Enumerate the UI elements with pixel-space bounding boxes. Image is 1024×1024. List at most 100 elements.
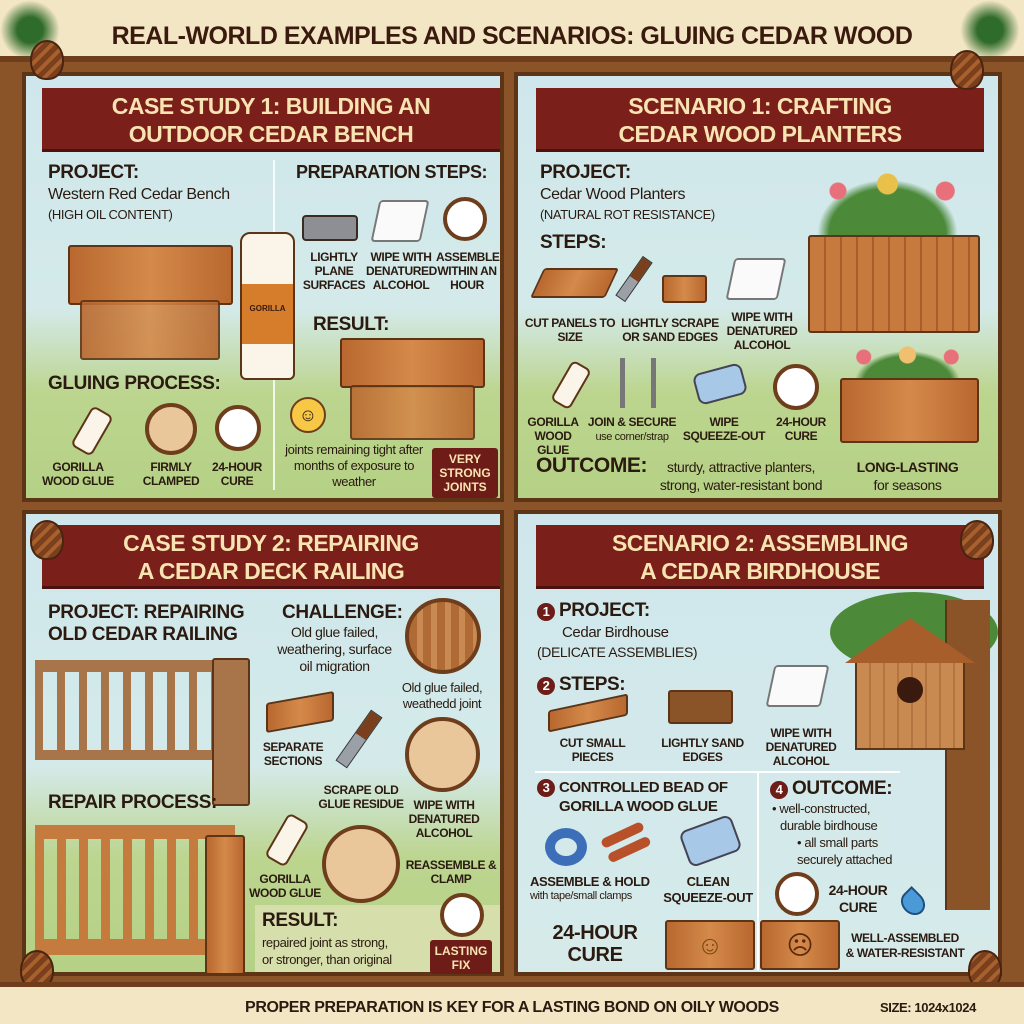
- step-label: 24-HOUR CURE: [776, 415, 826, 443]
- outcome-final: WELL-ASSEMBLED & WATER-RESISTANT: [840, 931, 970, 961]
- footer-text: PROPER PREPARATION IS KEY FOR A LASTING …: [245, 999, 779, 1016]
- step-label: FIRMLY CLAMPED: [142, 460, 200, 488]
- outcome-line: • all small parts: [797, 835, 878, 850]
- outcome-final-line: WELL-ASSEMBLED: [851, 931, 959, 945]
- project-label: PROJECT:: [540, 162, 631, 183]
- bench-seat: [80, 300, 220, 360]
- divider: [757, 771, 759, 971]
- outcome-extra-line: for seasons: [873, 477, 942, 493]
- case-study-1-banner: CASE STUDY 1: BUILDING AN OUTDOOR CEDAR …: [42, 88, 500, 152]
- cloth-icon: [725, 258, 787, 300]
- banner-line: SCENARIO 2: ASSEMBLING: [611, 530, 909, 556]
- step-number: 4: [770, 781, 788, 799]
- banner-line: SCENARIO 1: CRAFTING: [628, 93, 892, 119]
- outcome-cure-line: CURE: [838, 899, 878, 915]
- outcome-text: sturdy, attractive planters, strong, wat…: [636, 458, 846, 494]
- case-study-2-banner: CASE STUDY 2: REPAIRING A CEDAR DECK RAI…: [42, 525, 500, 589]
- challenge-line: oil migration: [299, 658, 370, 674]
- sanding-block-icon: [662, 275, 707, 303]
- project-note: (NATURAL ROT RESISTANCE): [540, 207, 715, 222]
- banner-line: OUTDOOR CEDAR BENCH: [128, 121, 414, 147]
- clean-line: SQUEEZE-OUT: [663, 890, 753, 905]
- step-label: WIPE WITH DENATURED ALCOHOL: [765, 726, 837, 768]
- outcome-line: securely attached: [797, 852, 893, 867]
- size-label: SIZE: 1024x1024: [880, 1000, 976, 1015]
- project-name: Cedar Wood Planters: [540, 186, 686, 203]
- gorilla-glue-bottle: GORILLA: [240, 232, 295, 380]
- project-name: Western Red Cedar Bench: [48, 186, 230, 203]
- prep-steps-label: PREPARATION STEPS:: [296, 162, 488, 182]
- lasting-fix-badge: LASTING FIX: [430, 940, 492, 974]
- clock-icon: [440, 893, 484, 937]
- birdhouse-roof: [845, 618, 975, 663]
- result-text: joints remaining tight after months of e…: [285, 442, 423, 489]
- step-sublabel: use corner/strap: [595, 431, 669, 443]
- cloth-icon: [765, 665, 830, 707]
- large-planter-illustration: [808, 235, 980, 333]
- wood-panels-icon: [530, 268, 619, 298]
- step-label: CUT SMALL PIECES: [559, 736, 626, 764]
- clamp-icon: [145, 403, 197, 455]
- project-label: PROJECT:: [48, 162, 139, 183]
- cure-label: 24-HOUR CURE: [545, 922, 645, 966]
- step-label: WIPE WITH DENATURED ALCOHOL: [366, 250, 437, 292]
- hand-plane-icon: [302, 215, 358, 241]
- cloth-icon: [405, 717, 480, 792]
- footer: PROPER PREPARATION IS KEY FOR A LASTING …: [0, 982, 1024, 1024]
- step-label: LIGHTLY SCRAPE OR SAND EDGES: [621, 316, 719, 344]
- birdhouse-hole: [897, 677, 923, 703]
- pine-cone-decoration: [950, 50, 984, 90]
- step-number: 1: [537, 603, 555, 621]
- outcome-line: • well-constructed,: [772, 801, 871, 816]
- step-label: REASSEMBLE & CLAMP: [405, 858, 497, 886]
- steps-label: STEPS:: [540, 232, 607, 253]
- project-label: PROJECT:: [559, 600, 650, 621]
- repair-process-label: REPAIR PROCESS:: [48, 792, 217, 813]
- step-label: GORILLA WOOD GLUE: [249, 872, 321, 900]
- outcome-label: OUTCOME:: [536, 454, 648, 477]
- outcome-cure: 24-HOUR CURE: [822, 882, 894, 916]
- hold-sublabel: with tape/small clamps: [530, 890, 632, 902]
- gluing-process-label: GLUING PROCESS:: [48, 373, 221, 394]
- glue-brand: GORILLA: [242, 284, 293, 344]
- step-label: ASSEMBLE WITHIN AN HOUR: [436, 250, 500, 292]
- step-label: JOIN & SECURE: [587, 415, 677, 429]
- glue-line: GORILLA WOOD GLUE: [559, 798, 718, 815]
- repaired-railing-illustration: [35, 825, 235, 955]
- result-label: RESULT:: [262, 910, 339, 931]
- caption-line: Old glue failed,: [401, 680, 483, 695]
- step-number: 2: [537, 677, 555, 695]
- outcome-extra-line: LONG-LASTING: [856, 459, 959, 475]
- result-text: repaired joint as strong, or stronger, t…: [262, 934, 392, 968]
- step-label: SEPARATE SECTIONS: [262, 740, 324, 768]
- stopwatch-icon: [443, 197, 487, 241]
- project-line: OLD CEDAR RAILING: [48, 624, 238, 645]
- repaired-railing-post: [205, 835, 245, 975]
- very-strong-joints-badge: VERY STRONG JOINTS: [432, 448, 498, 498]
- stopwatch-icon: [775, 872, 819, 916]
- pine-cone-decoration: [30, 520, 64, 560]
- stopwatch-icon: [215, 405, 261, 451]
- banner-line: CASE STUDY 2: REPAIRING: [123, 530, 419, 556]
- banner-line: CEDAR WOOD PLANTERS: [618, 121, 902, 147]
- outcome-bullets: • well-constructed, durable birdhouse • …: [772, 800, 892, 868]
- smiley-icon: ☺: [290, 397, 326, 433]
- cure-line: CURE: [567, 944, 623, 966]
- clean-label: CLEAN SQUEEZE-OUT: [662, 874, 754, 906]
- step-label: SCRAPE OLD GLUE RESIDUE: [318, 783, 404, 811]
- caption-line: weathedd joint: [402, 696, 482, 711]
- result-line: or stronger, than original: [262, 952, 392, 967]
- challenge-text: Old glue failed, weathering, surface oil…: [262, 624, 407, 675]
- result-bench-seat: [350, 385, 475, 440]
- challenge-line: weathering, surface: [277, 641, 392, 657]
- scenario-1-banner: SCENARIO 1: CRAFTING CEDAR WOOD PLANTERS: [536, 88, 984, 152]
- steps-label: STEPS:: [559, 674, 626, 695]
- clamp-icon: [620, 358, 656, 408]
- cloth-icon: [370, 200, 430, 242]
- project-line: PROJECT: REPAIRING: [48, 602, 245, 623]
- step-label: LIGHTLY SAND EDGES: [661, 736, 744, 764]
- hold-label: ASSEMBLE & HOLD: [530, 874, 650, 889]
- challenge-label: CHALLENGE:: [282, 602, 403, 623]
